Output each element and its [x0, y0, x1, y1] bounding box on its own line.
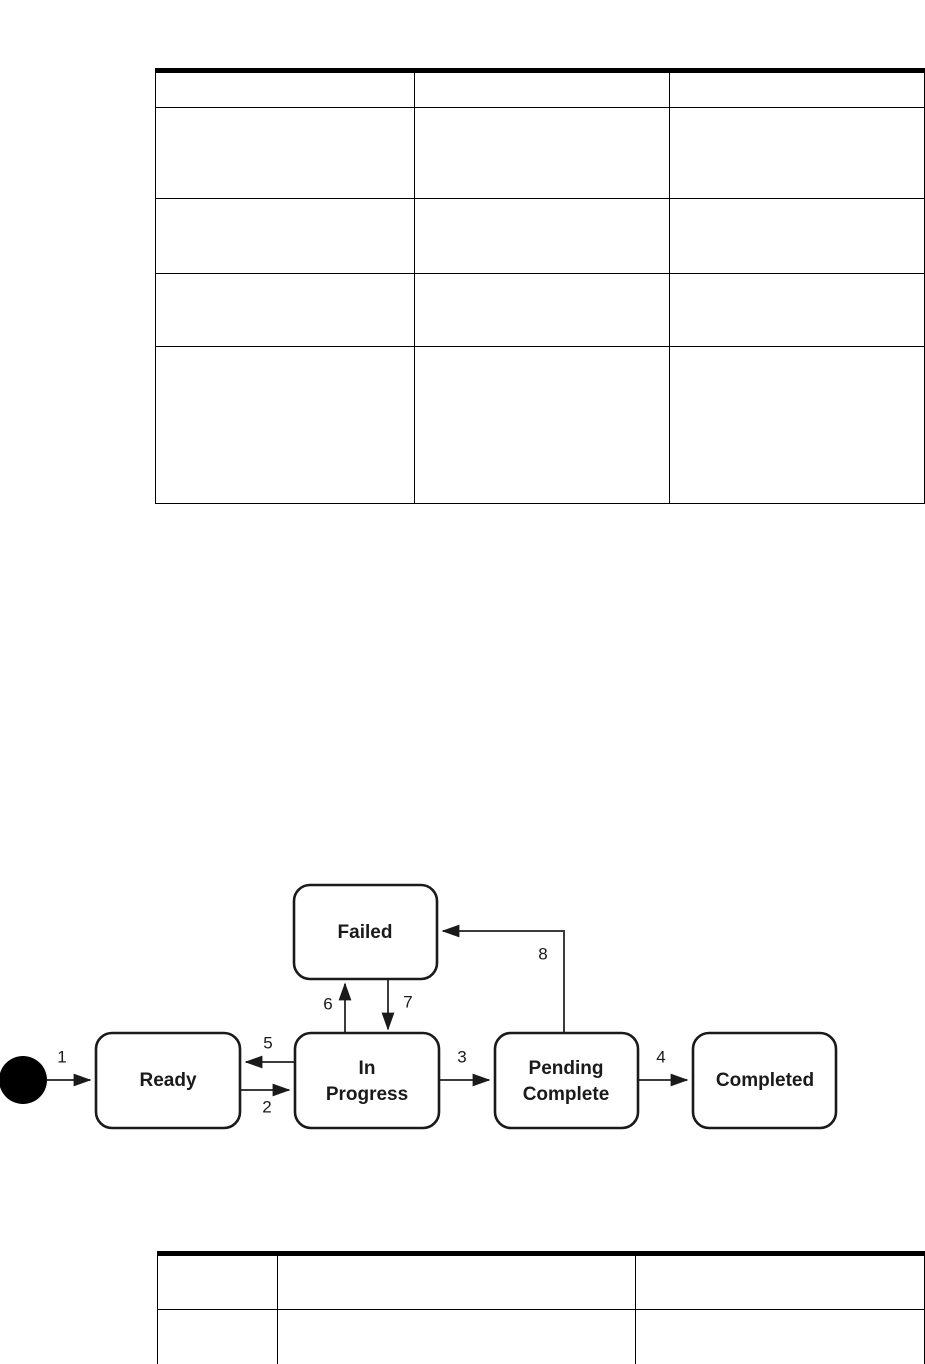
table-cell [277, 1309, 636, 1364]
transition-6-label: 6 [323, 994, 332, 1013]
state-box-ready[interactable] [94, 1031, 242, 1130]
table-row [155, 346, 925, 504]
table-cell [155, 107, 415, 199]
table-cell [414, 198, 670, 274]
table-header-cell [669, 68, 925, 108]
lower-empty-table [157, 1251, 925, 1364]
table-row [155, 198, 925, 274]
state-machine-diagram: 1 2 5 6 7 3 4 8 Failed [0, 860, 925, 1150]
state-box-in-progress[interactable] [293, 1031, 441, 1130]
table-cell [414, 273, 670, 347]
transition-5-label: 5 [263, 1033, 272, 1052]
table-header-row [157, 1251, 925, 1310]
table-cell [635, 1309, 925, 1364]
table-cell [414, 346, 670, 504]
table-cell [155, 198, 415, 274]
transition-3-label: 3 [457, 1047, 466, 1066]
transition-1-label: 1 [57, 1047, 66, 1066]
state-label-completed: Completed [716, 1070, 814, 1091]
transition-8-label: 8 [538, 944, 547, 963]
table-header-cell [157, 1251, 278, 1310]
state-label-pending-complete-line1: Pending [529, 1058, 604, 1079]
table-cell [157, 1309, 278, 1364]
transition-2-label: 2 [262, 1097, 271, 1116]
table-cell [155, 346, 415, 504]
state-label-pending-complete-line2: Complete [523, 1084, 610, 1105]
table-cell [155, 273, 415, 347]
state-label-ready: Ready [139, 1070, 196, 1091]
table-cell [414, 107, 670, 199]
start-node-icon [0, 1056, 47, 1104]
table-cell [669, 346, 925, 504]
state-label-in-progress-line2: Progress [326, 1084, 408, 1105]
table-row [155, 107, 925, 199]
table-header-row [155, 68, 925, 108]
table-cell [669, 273, 925, 347]
state-box-completed[interactable] [691, 1031, 838, 1130]
state-box-failed[interactable] [292, 883, 439, 981]
table-header-cell [414, 68, 670, 108]
table-cell [669, 107, 925, 199]
state-box-pending-complete[interactable] [493, 1031, 640, 1130]
table-header-cell [155, 68, 415, 108]
transition-7-label: 7 [403, 992, 412, 1011]
table-row [157, 1309, 925, 1364]
state-label-in-progress-line1: In [359, 1058, 376, 1079]
table-row [155, 273, 925, 347]
table-cell [669, 198, 925, 274]
table-header-cell [277, 1251, 636, 1310]
transition-4-label: 4 [656, 1047, 665, 1066]
state-label-failed: Failed [338, 922, 393, 943]
table-header-cell [635, 1251, 925, 1310]
upper-empty-table [155, 68, 925, 504]
transition-8-arrow [441, 924, 565, 1033]
